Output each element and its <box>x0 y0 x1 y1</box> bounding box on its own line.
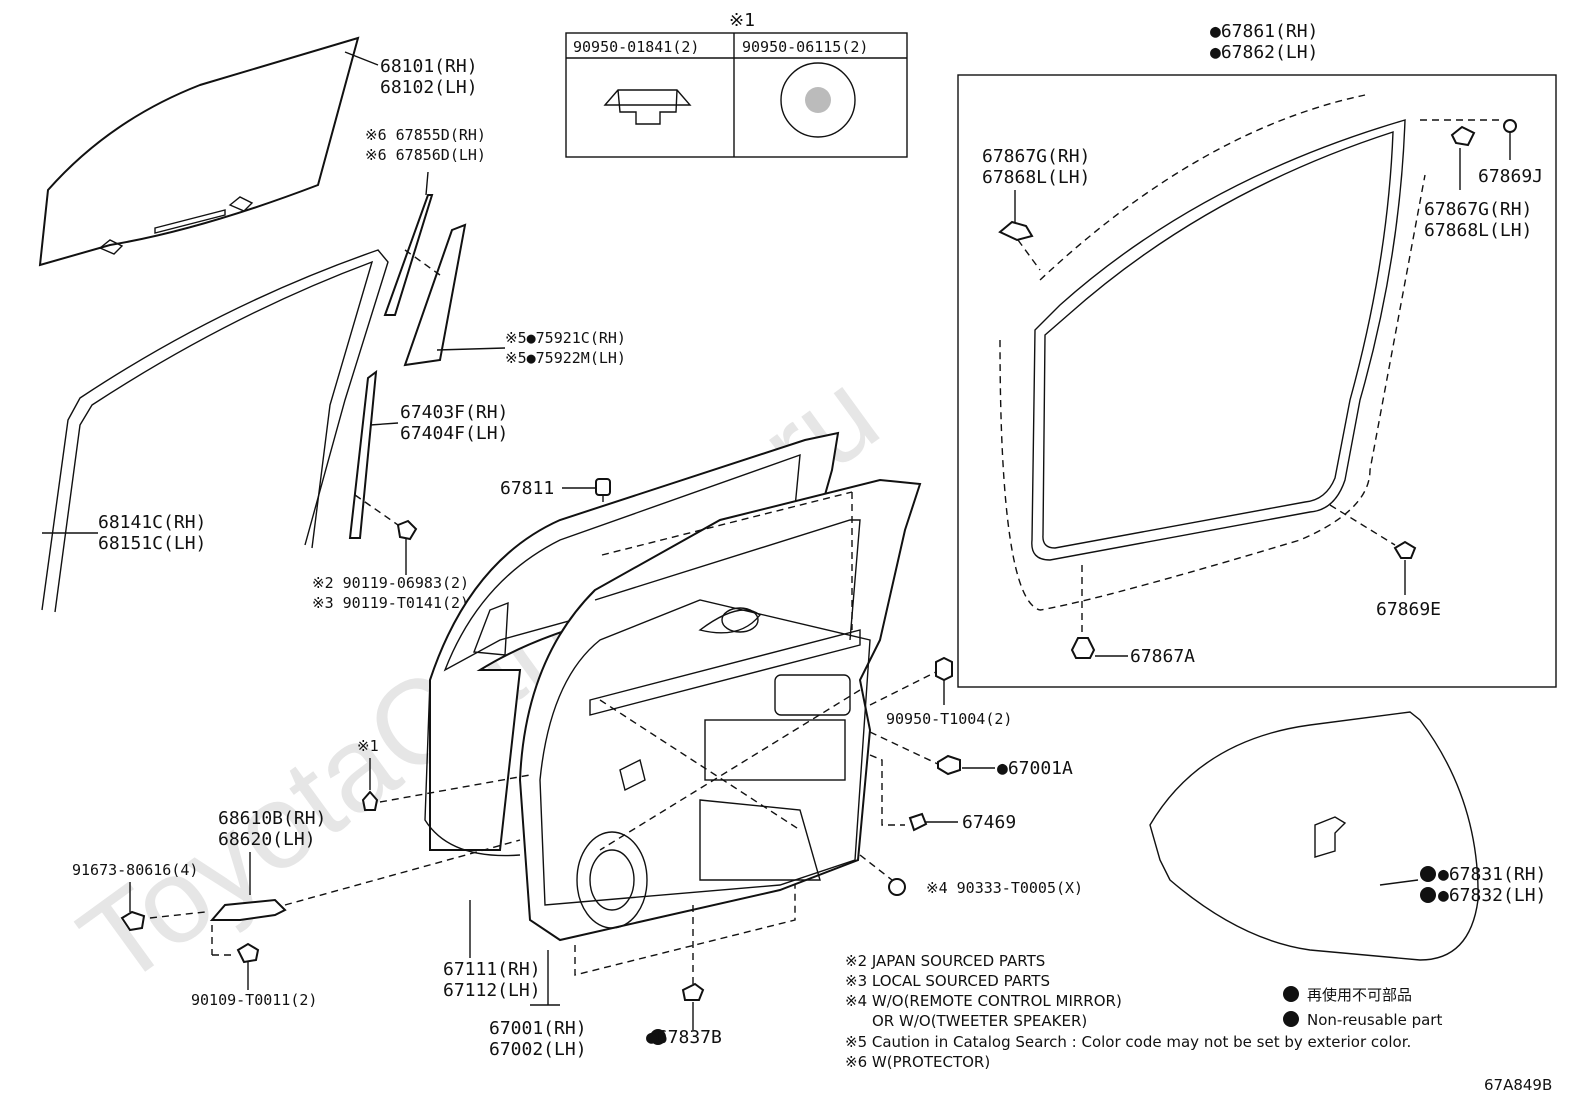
label-68610b: 68610B(RH) <box>218 808 326 829</box>
label-67112: 67112(LH) <box>443 980 541 1001</box>
label-75921c: ※5●75921C(RH) <box>505 329 626 347</box>
label-67868l-2: 67868L(LH) <box>1424 220 1532 241</box>
label-67867g-2: 67867G(RH) <box>1424 199 1532 220</box>
legend-bullet-en <box>1283 1011 1299 1027</box>
plug-center-icon <box>805 87 831 113</box>
stopper-67811 <box>595 478 611 496</box>
label-67404f: 67404F(LH) <box>400 423 508 444</box>
label-67002: 67002(LH) <box>489 1039 587 1060</box>
label-67868l-1: 67868L(LH) <box>982 167 1090 188</box>
clip-icon <box>603 89 692 125</box>
label-mark1: ※1 <box>357 737 379 755</box>
note-3: ※3 LOCAL SOURCED PARTS <box>845 972 1050 990</box>
footnotes: ※2 JAPAN SOURCED PARTS ※3 LOCAL SOURCED … <box>845 952 1411 1071</box>
glass-run-channel <box>41 249 389 613</box>
legend: 再使用不可部品 Non-reusable part <box>1283 986 1442 1029</box>
clip-67867a <box>1070 637 1096 659</box>
note-4: ※4 W/O(REMOTE CONTROL MIRROR) <box>845 992 1122 1010</box>
inset-col1-label: 90950-01841(2) <box>573 38 699 56</box>
bullet-67832 <box>1420 887 1436 903</box>
label-68151c: 68151C(LH) <box>98 533 206 554</box>
label-67862: ●67862(LH) <box>1210 42 1318 63</box>
bullet-67831 <box>1420 866 1436 882</box>
legend-jp: 再使用不可部品 <box>1307 986 1412 1004</box>
weatherstrip-box <box>957 74 1557 688</box>
label-67832: ●67832(LH) <box>1438 885 1546 906</box>
service-hole-cover <box>1149 711 1479 961</box>
clip-67867g-1 <box>998 220 1034 242</box>
note-4b: OR W/O(TWEETER SPEAKER) <box>872 1012 1087 1030</box>
label-67001: 67001(RH) <box>489 1018 587 1039</box>
label-68141c: 68141C(RH) <box>98 512 206 533</box>
note-6: ※6 W(PROTECTOR) <box>845 1053 990 1071</box>
legend-en: Non-reusable part <box>1307 1011 1442 1029</box>
inset-col2-label: 90950-06115(2) <box>742 38 868 56</box>
label-67867a: 67867A <box>1130 646 1195 667</box>
label-67867g-1: 67867G(RH) <box>982 146 1090 167</box>
label-67403f: 67403F(RH) <box>400 402 508 423</box>
label-67811: 67811 <box>500 478 554 499</box>
label-91673: 91673-80616(4) <box>72 861 198 879</box>
label-90333: ※4 90333-T0005(X) <box>926 879 1083 897</box>
label-67469: 67469 <box>962 812 1016 833</box>
bullet-67837b <box>650 1029 666 1045</box>
label-75922m: ※5●75922M(LH) <box>505 349 626 367</box>
diagram-code: 67A849B <box>1484 1076 1552 1094</box>
clip-67869j <box>1503 119 1517 133</box>
part-67001a <box>937 754 961 776</box>
note-2: ※2 JAPAN SOURCED PARTS <box>845 952 1045 970</box>
inset-clip-box: ※1 90950-01841(2) 90950-06115(2) <box>565 10 908 158</box>
plug-90950-t1004 <box>935 656 953 682</box>
bolt-90109 <box>236 942 260 964</box>
plug-icon <box>780 62 856 138</box>
clip-mark1 <box>361 790 379 811</box>
door-check-hinge <box>209 898 287 921</box>
inset-marker: ※1 <box>729 10 755 31</box>
label-67837b: ●67837B <box>646 1027 722 1048</box>
clip-67869e <box>1393 540 1417 559</box>
plug-90333 <box>888 878 906 896</box>
label-68101: 68101(RH) <box>380 56 478 77</box>
label-67869e: 67869E <box>1376 599 1441 620</box>
label-90119-t0141: ※3 90119-T0141(2) <box>312 594 469 612</box>
pillar-garnish <box>403 223 467 367</box>
note-5: ※5 Caution in Catalog Search : Color cod… <box>845 1033 1411 1051</box>
label-67111: 67111(RH) <box>443 959 541 980</box>
label-67831: ●67831(RH) <box>1438 864 1546 885</box>
label-67869j: 67869J <box>1478 166 1543 187</box>
label-67855d: ※6 67855D(RH) <box>365 126 486 144</box>
label-68102: 68102(LH) <box>380 77 478 98</box>
clip-67837b <box>681 982 705 1001</box>
rear-run-channel <box>348 369 378 539</box>
bolt-90119 <box>396 519 418 541</box>
protector-strip <box>383 194 434 316</box>
door-inner-panel <box>518 478 922 942</box>
legend-bullet-jp <box>1283 986 1299 1002</box>
bolt-91673 <box>120 910 146 932</box>
label-67861: ●67861(RH) <box>1210 21 1318 42</box>
label-67001a: ●67001A <box>997 758 1073 779</box>
part-67469 <box>908 812 928 832</box>
label-67856d: ※6 67856D(LH) <box>365 146 486 164</box>
label-90119-06983: ※2 90119-06983(2) <box>312 574 469 592</box>
clip-67867g-2 <box>1450 125 1476 147</box>
label-68620: 68620(LH) <box>218 829 316 850</box>
door-glass <box>38 36 379 267</box>
label-90950-t1004: 90950-T1004(2) <box>886 710 1012 728</box>
label-90109: 90109-T0011(2) <box>191 991 317 1009</box>
